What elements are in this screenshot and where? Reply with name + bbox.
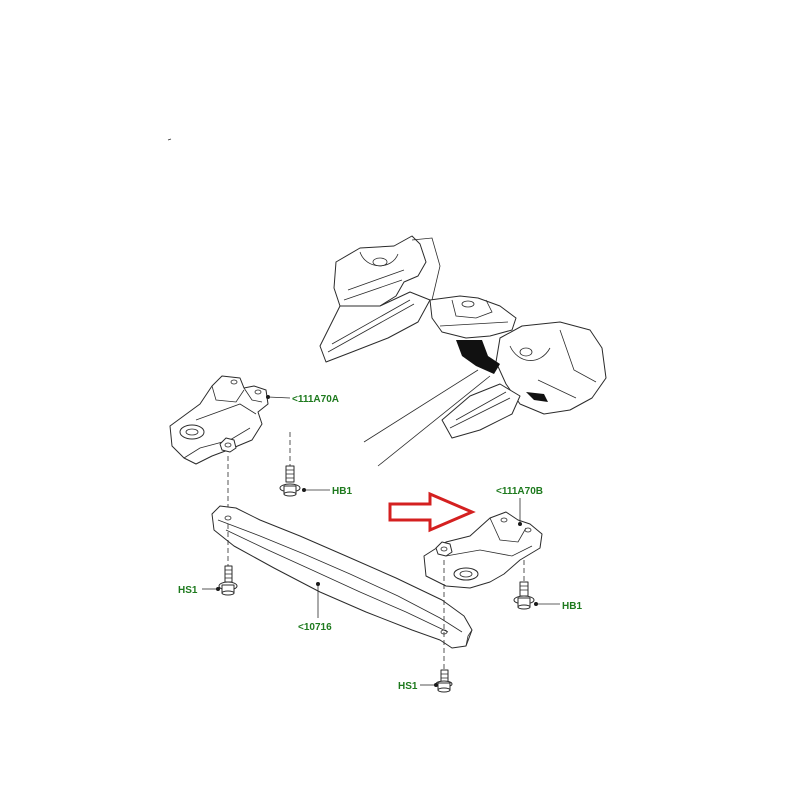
callout-bolt-hb1-right: HB1 (562, 601, 582, 612)
callout-crossmember-10716: <10716 (298, 622, 332, 633)
bolt-hs1-left (218, 565, 238, 596)
highlight-fill-2 (526, 392, 548, 402)
red-outline-arrow-right-icon (388, 491, 476, 533)
bolt-hb1-left (279, 465, 301, 497)
bolt-hb1-right (513, 581, 535, 610)
stray-mark (167, 138, 172, 141)
vehicle-structure-illustration (319, 235, 607, 467)
bolt-hs1-bottom (435, 669, 453, 693)
bracket-111a70b (423, 511, 543, 589)
callout-bracket-111a70b: <111A70B (496, 486, 543, 497)
callout-bolt-hb1-left: HB1 (332, 486, 352, 497)
crossmember-10716 (211, 505, 473, 649)
highlight-fill-1 (456, 340, 500, 374)
callout-bolt-hs1-left: HS1 (178, 585, 198, 596)
bracket-111a70a (169, 375, 269, 465)
callout-bolt-hs1-bottom: HS1 (398, 681, 418, 692)
callout-bracket-111a70a: <111A70A (292, 394, 339, 405)
